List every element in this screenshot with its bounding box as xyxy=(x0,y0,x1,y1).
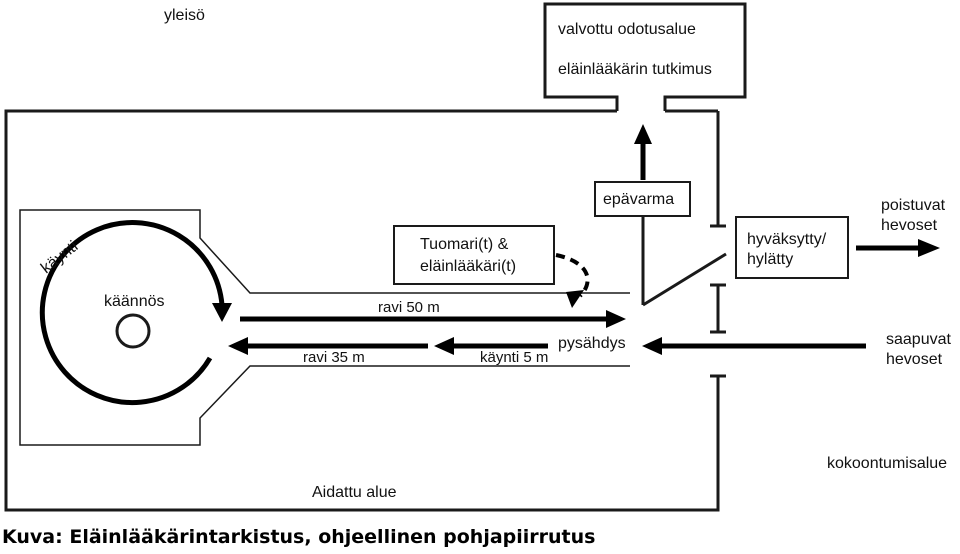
centre-pole xyxy=(115,313,151,349)
walk-circle-label: käynti xyxy=(38,238,81,277)
judges-box xyxy=(393,225,555,285)
departing-horses-arrowhead xyxy=(918,239,940,257)
vet-exam-label: eläinlääkärin tutkimus xyxy=(558,61,712,78)
figure-caption: Kuva: Eläinlääkärintarkistus, ohjeelline… xyxy=(2,526,595,548)
audience-label: yleisö xyxy=(164,7,205,24)
uncertain-label: epävarma xyxy=(603,191,674,208)
trot-35-label: ravi 35 m xyxy=(303,349,365,366)
judges-dashed-arrowhead xyxy=(566,290,584,308)
departing-label-line1: poistuvat xyxy=(881,197,946,214)
arriving-label-line1: saapuvat xyxy=(886,331,951,348)
turn-label: käännös xyxy=(104,293,165,310)
stop-label: pysähdys xyxy=(558,335,626,352)
uncertain-box xyxy=(594,181,691,217)
walk-5-arrowhead xyxy=(434,337,454,355)
outer-fence-wall xyxy=(4,109,720,512)
waiting-area-label: valvottu odotusalue xyxy=(558,21,696,38)
arriving-horses-arrowhead xyxy=(642,337,662,355)
judges-label-line2: eläinlääkäri(t) xyxy=(420,258,516,275)
waiting-area-box xyxy=(543,2,747,111)
trot-50-arrowhead xyxy=(606,310,626,328)
trot-35-arrowhead xyxy=(228,337,248,355)
judges-dashed-arrow xyxy=(555,253,590,298)
sort-gate-diagonal xyxy=(642,252,727,307)
walk-5-label: käynti 5 m xyxy=(480,349,548,366)
trot-50-label: ravi 50 m xyxy=(378,299,440,316)
assembly-area-label: kokoontumisalue xyxy=(827,455,947,472)
fenced-area-label: Aidattu alue xyxy=(312,484,397,501)
turning-arena-outline xyxy=(19,209,630,446)
arriving-label-line2: hevoset xyxy=(886,351,943,368)
walk-circle-path xyxy=(39,220,225,406)
walk-circle-arrowhead xyxy=(212,303,232,322)
departing-label-line2: hevoset xyxy=(881,217,938,234)
accepted-rejected-box xyxy=(735,216,849,279)
judges-label-line1: Tuomari(t) & xyxy=(420,236,509,253)
accepted-label-line2: hylätty xyxy=(747,251,793,268)
to-waiting-area-arrowhead xyxy=(634,124,652,144)
accepted-label-line1: hyväksytty/ xyxy=(747,231,827,248)
